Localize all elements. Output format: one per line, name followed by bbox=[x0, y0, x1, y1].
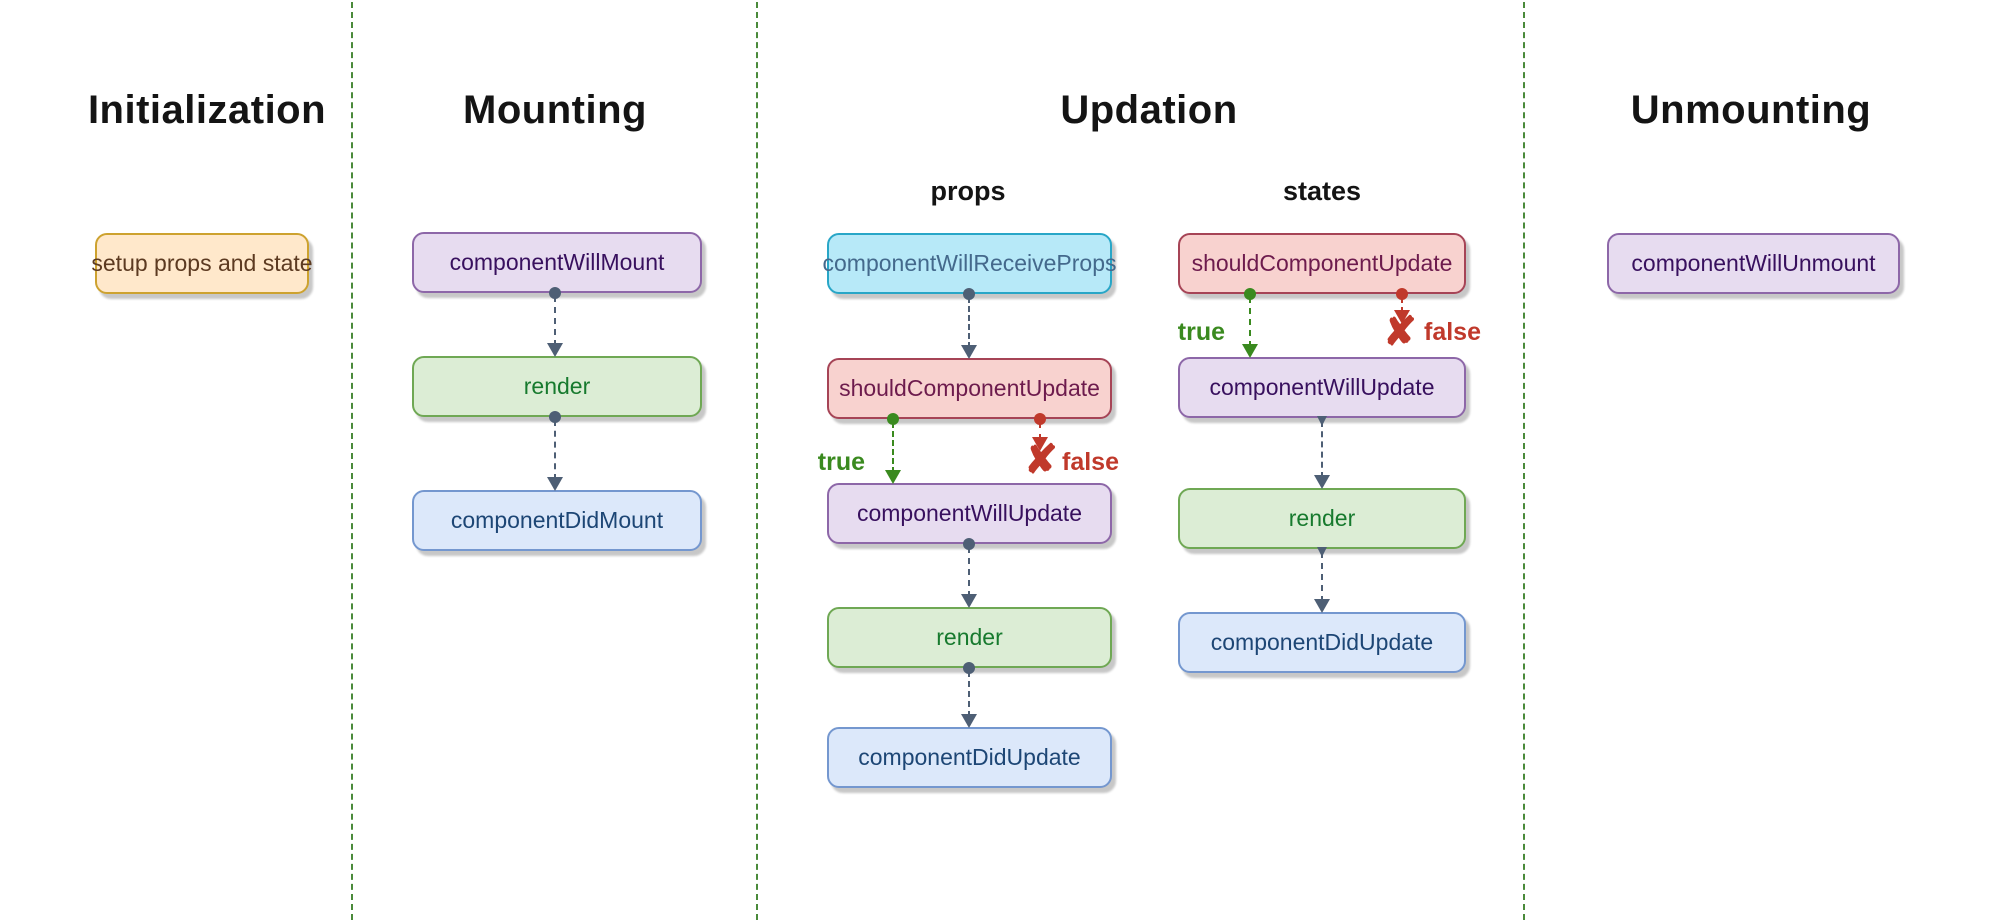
connector-willReceiveProps-to-shouldUpdate bbox=[961, 288, 977, 359]
connector-false-branch-props bbox=[1032, 413, 1048, 451]
connector-dashed-line bbox=[1321, 552, 1323, 602]
connector-arrowhead-icon bbox=[1242, 344, 1258, 358]
true-label-states: true bbox=[1177, 318, 1225, 346]
connector-arrowhead-icon bbox=[885, 470, 901, 484]
node-componentDidUpdate-states: componentDidUpdate bbox=[1178, 612, 1466, 673]
connector-start-dot bbox=[1396, 288, 1408, 300]
false-cross-icon: ✘ bbox=[1383, 310, 1417, 354]
connector-arrowhead-icon bbox=[547, 477, 563, 491]
false-label-props: false bbox=[1062, 448, 1119, 476]
connector-render-to-didUpdate-states bbox=[1314, 547, 1330, 613]
connector-render-to-didMount bbox=[547, 411, 563, 491]
node-setup-props-and-state: setup props and state bbox=[91, 233, 313, 294]
subcolumn-header-props: props bbox=[930, 176, 1006, 206]
connector-arrowhead-icon bbox=[1394, 310, 1410, 324]
connector-false-branch-states bbox=[1394, 288, 1410, 324]
connector-dashed-line bbox=[554, 420, 556, 480]
connector-arrowhead-icon bbox=[1314, 475, 1330, 489]
connector-arrowhead-icon bbox=[1032, 437, 1048, 451]
node-componentWillMount: componentWillMount bbox=[412, 232, 702, 293]
subcolumn-header-states: states bbox=[1282, 176, 1362, 206]
connector-start-dot bbox=[549, 287, 561, 299]
connector-start-dot bbox=[963, 538, 975, 550]
connector-start-dot bbox=[963, 662, 975, 674]
phase-divider bbox=[756, 2, 758, 920]
node-componentWillUnmount: componentWillUnmount bbox=[1607, 233, 1900, 294]
node-render-props: render bbox=[827, 607, 1112, 668]
connector-dashed-line bbox=[968, 671, 970, 717]
connector-start-dot bbox=[1034, 413, 1046, 425]
node-shouldComponentUpdate-props: shouldComponentUpdate bbox=[827, 358, 1112, 419]
node-render-mounting: render bbox=[412, 356, 702, 417]
connector-render-to-didUpdate-props bbox=[961, 662, 977, 728]
connector-dashed-line bbox=[1401, 297, 1403, 313]
false-cross-icon: ✘ bbox=[1024, 438, 1058, 482]
node-render-states: render bbox=[1178, 488, 1466, 549]
phase-title-updation: Updation bbox=[1060, 88, 1238, 132]
connector-arrowhead-icon bbox=[961, 345, 977, 359]
connector-dashed-line bbox=[968, 297, 970, 348]
node-shouldComponentUpdate-states: shouldComponentUpdate bbox=[1178, 233, 1466, 294]
node-componentDidUpdate-props: componentDidUpdate bbox=[827, 727, 1112, 788]
phase-title-unmounting: Unmounting bbox=[1630, 88, 1872, 132]
phase-title-mounting: Mounting bbox=[463, 88, 647, 132]
false-label-states: false bbox=[1424, 318, 1481, 346]
connector-dashed-line bbox=[1321, 421, 1323, 478]
node-componentWillReceiveProps: componentWillReceiveProps bbox=[823, 233, 1117, 294]
connector-arrowhead-icon bbox=[961, 714, 977, 728]
phase-divider bbox=[1523, 2, 1525, 920]
connector-dashed-line bbox=[1039, 422, 1041, 440]
connector-arrowhead-icon bbox=[547, 343, 563, 357]
connector-dashed-line bbox=[968, 547, 970, 597]
connector-true-branch-states bbox=[1242, 288, 1258, 358]
phase-divider bbox=[351, 2, 353, 920]
connector-dashed-line bbox=[1249, 297, 1251, 347]
connector-dashed-line bbox=[554, 296, 556, 346]
connector-arrowhead-icon bbox=[961, 594, 977, 608]
connector-start-dot bbox=[1244, 288, 1256, 300]
true-label-props: true bbox=[817, 448, 865, 476]
connector-arrowhead-icon bbox=[1314, 599, 1330, 613]
connector-start-dot bbox=[887, 413, 899, 425]
connector-willMount-to-render bbox=[547, 287, 563, 357]
node-componentWillUpdate-props: componentWillUpdate bbox=[827, 483, 1112, 544]
phase-title-initialization: Initialization bbox=[87, 88, 327, 132]
connector-start-dot bbox=[963, 288, 975, 300]
connector-start-dot bbox=[549, 411, 561, 423]
node-componentDidMount: componentDidMount bbox=[412, 490, 702, 551]
node-componentWillUpdate-states: componentWillUpdate bbox=[1178, 357, 1466, 418]
connector-true-branch-props bbox=[885, 413, 901, 484]
connector-willUpdate-to-render-states bbox=[1314, 416, 1330, 489]
connector-dashed-line bbox=[892, 422, 894, 473]
connector-willUpdate-to-render-props bbox=[961, 538, 977, 608]
